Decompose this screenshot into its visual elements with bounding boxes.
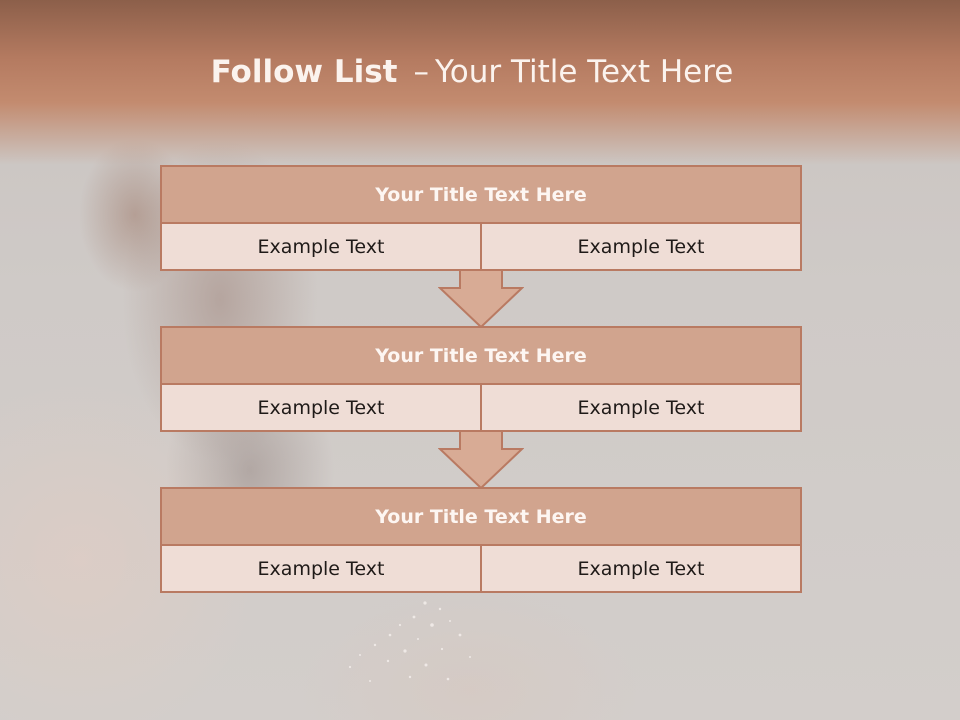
title-bold-part: Follow List (210, 54, 398, 90)
block-cell-right: Example Text (480, 224, 800, 269)
block-cell-left: Example Text (162, 224, 480, 269)
block-row: Example Text Example Text (162, 385, 800, 430)
block-row: Example Text Example Text (162, 224, 800, 269)
title-dash: – (413, 54, 429, 90)
block-cell-right: Example Text (480, 546, 800, 591)
down-arrow-icon (438, 431, 524, 489)
down-arrow-icon (438, 270, 524, 328)
block-cell-left: Example Text (162, 546, 480, 591)
title-rest: Your Title Text Here (434, 54, 734, 90)
block-title: Your Title Text Here (162, 167, 800, 224)
block-cell-right: Example Text (480, 385, 800, 430)
block-cell-left: Example Text (162, 385, 480, 430)
list-block-2: Your Title Text Here Example Text Exampl… (160, 326, 802, 432)
block-row: Example Text Example Text (162, 546, 800, 591)
block-title: Your Title Text Here (162, 489, 800, 546)
slide-title: Follow List–Your Title Text Here (0, 54, 944, 90)
block-title: Your Title Text Here (162, 328, 800, 385)
list-block-1: Your Title Text Here Example Text Exampl… (160, 165, 802, 271)
list-block-3: Your Title Text Here Example Text Exampl… (160, 487, 802, 593)
header-band (0, 0, 960, 165)
water-droplets (348, 601, 471, 682)
